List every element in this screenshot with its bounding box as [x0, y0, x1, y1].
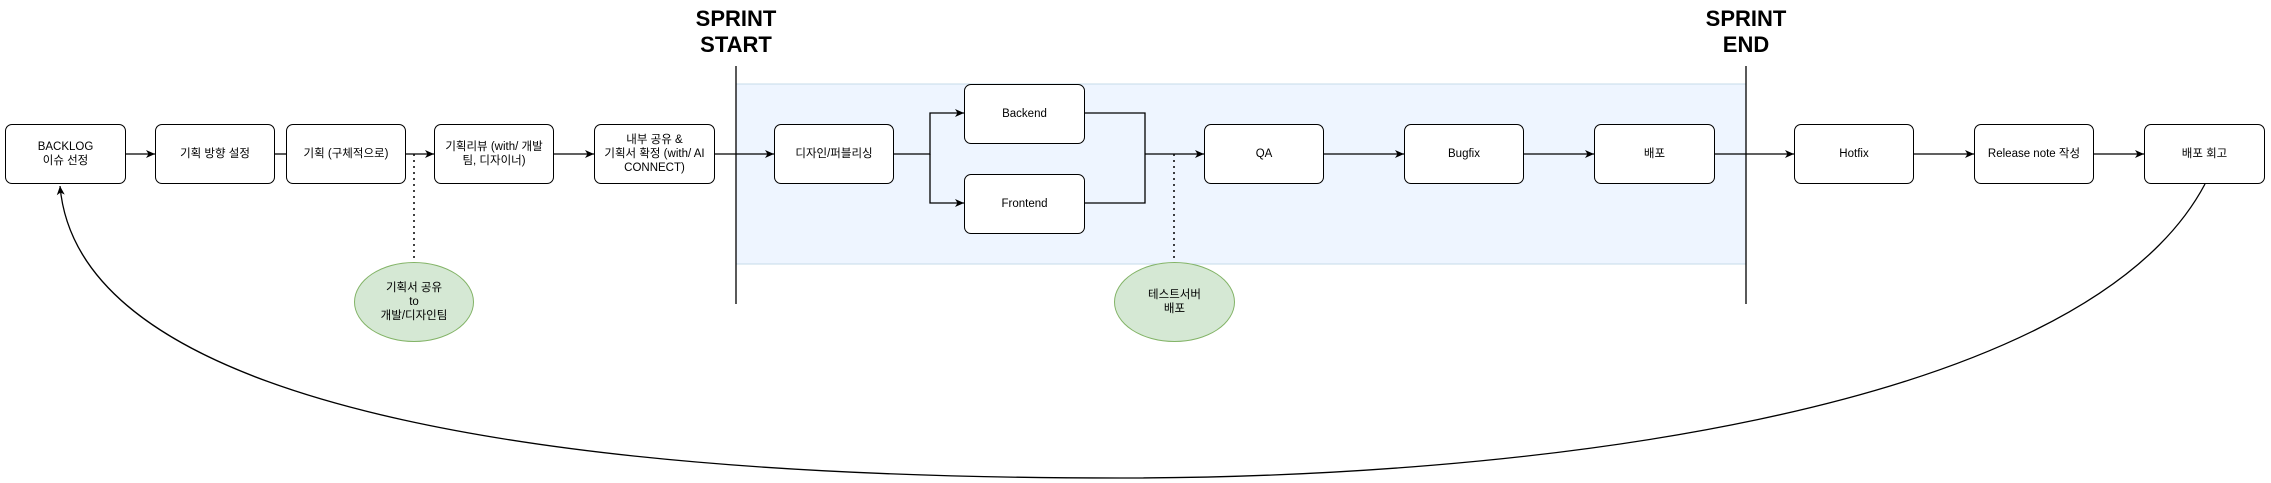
- edge-retro-backlog-loop: [56, 183, 2206, 479]
- edge-frontend-qa: [1085, 154, 1146, 204]
- sprint-end-label: SPRINT END: [1705, 6, 1787, 57]
- node-deploy[interactable]: 배포: [1594, 124, 1715, 184]
- node-frontend[interactable]: Frontend: [964, 174, 1085, 234]
- node-retro[interactable]: 배포 회고: [2144, 124, 2265, 184]
- node-internal-share[interactable]: 내부 공유 & 기획서 확정 (with/ AI CONNECT): [594, 124, 715, 184]
- node-release-note[interactable]: Release note 작성: [1974, 124, 2094, 184]
- node-backlog[interactable]: BACKLOG 이슈 선정: [5, 124, 126, 184]
- edge-design-frontend: [929, 154, 964, 207]
- edge-design-backend: [894, 109, 964, 155]
- note-plan-share[interactable]: 기획서 공유 to 개발/디자인팀: [354, 262, 474, 342]
- node-design-publish[interactable]: 디자인/퍼블리싱: [774, 124, 894, 184]
- node-plan-direction[interactable]: 기획 방향 설정: [155, 124, 275, 184]
- node-bugfix[interactable]: Bugfix: [1404, 124, 1524, 184]
- edge-backend-qa: [1085, 112, 1146, 154]
- node-plan-review[interactable]: 기획리뷰 (with/ 개발팀, 디자이너): [434, 124, 554, 184]
- sprint-start-label: SPRINT START: [695, 6, 777, 57]
- node-hotfix[interactable]: Hotfix: [1794, 124, 1914, 184]
- node-backend[interactable]: Backend: [964, 84, 1085, 144]
- node-plan-detail[interactable]: 기획 (구체적으로): [286, 124, 406, 184]
- node-qa[interactable]: QA: [1204, 124, 1324, 184]
- note-test-deploy[interactable]: 테스트서버 배포: [1114, 262, 1235, 342]
